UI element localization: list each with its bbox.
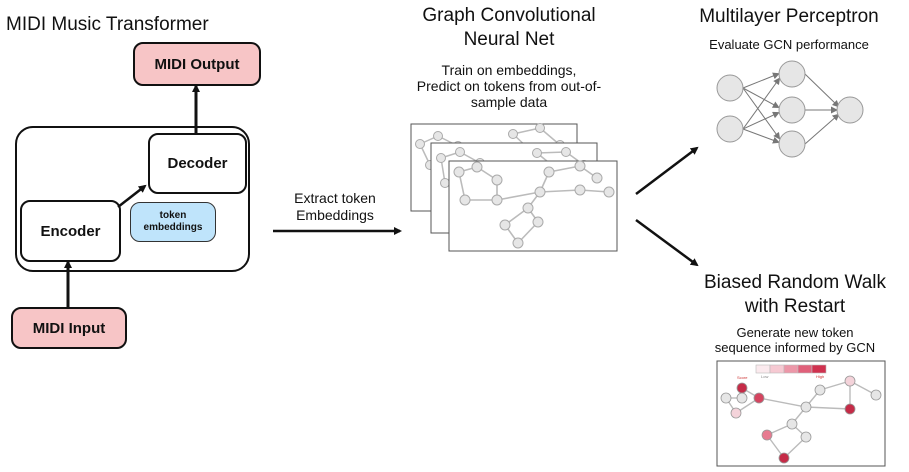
extract-line2: Embeddings [296,207,374,223]
mlp-title: Multilayer Perceptron [699,6,879,27]
walk-node [844,375,856,387]
legend-score-label: Score [737,375,748,380]
extract-line1: Extract token [294,190,376,206]
mlp-network [716,60,864,158]
random-walk-description: Generate new token sequence informed by … [690,325,900,355]
graph-card-front [448,160,618,252]
gcn-desc-line3: sample data [470,94,548,110]
walk-node [870,389,882,401]
walk-node [800,401,812,413]
walk-node [736,382,748,394]
random-walk-title: Biased Random Walk with Restart [690,271,900,319]
extract-label: Extract token Embeddings [270,190,400,224]
decoder-label: Decoder [167,155,228,172]
gcn-description: Train on embeddings, Predict on tokens f… [395,62,623,110]
token-embeddings-line2: embeddings [143,222,203,233]
encoder-label: Encoder [40,222,101,240]
gcn-desc-line2: Predict on tokens from out-of- [416,78,602,94]
midi-input-label: MIDI Input [32,319,106,337]
mlp-input-node [716,74,744,102]
gcn-title-line2: Neural Net [463,29,555,50]
random-walk-graph: Score Low High [716,360,886,467]
walk-node [736,392,748,404]
gcn-desc-line1: Train on embeddings, [441,62,577,78]
midi-output-label: MIDI Output [154,55,240,73]
walk-node [720,392,732,404]
mlp-hidden-node [778,60,806,88]
token-embeddings-box: token embeddings [130,202,216,242]
walk-node [814,384,826,396]
random-walk-title-line2: with Restart [744,296,846,317]
legend-low-label: Low [761,374,768,379]
midi-input-box: MIDI Input [11,307,127,349]
walk-node [761,429,773,441]
legend-high-label: High [816,374,824,379]
gcn-to-random-walk-arrow [635,218,699,267]
mlp-hidden-node [778,130,806,158]
walk-node [753,392,765,404]
decoder-box: Decoder [148,133,247,194]
random-walk-desc-line2: sequence informed by GCN [714,340,876,355]
random-walk-desc-line1: Generate new token [736,325,854,340]
mlp-subtitle: Evaluate GCN performance [709,37,869,52]
gcn-title-line1: Graph Convolutional [422,5,596,26]
gcn-to-mlp-arrow [635,146,699,195]
walk-node [800,431,812,443]
gcn-title: Graph Convolutional Neural Net [400,4,618,52]
token-embeddings-line1: token [159,210,187,221]
walk-node [786,418,798,430]
mlp-input-node [716,115,744,143]
transformer-title: MIDI Music Transformer [6,14,209,35]
walk-node [778,452,790,464]
mlp-output-node [836,96,864,124]
walk-node [730,407,742,419]
walk-node [844,403,856,415]
mlp-hidden-node [778,96,806,124]
random-walk-title-line1: Biased Random Walk [704,272,886,293]
encoder-to-decoder-arrow [117,184,147,208]
